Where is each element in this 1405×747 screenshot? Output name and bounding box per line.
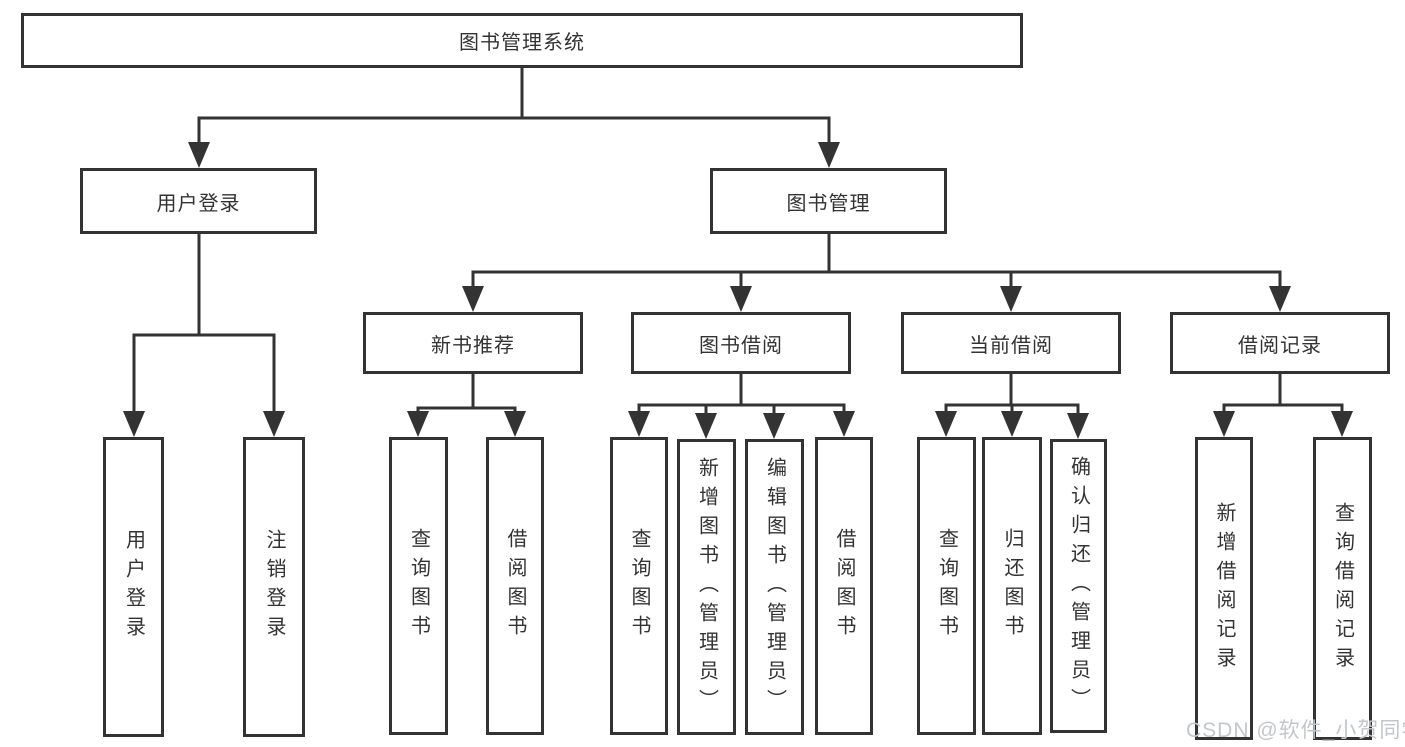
watermark: CSDN @软件_小贺同学 <box>1186 719 1405 742</box>
leaf-add-borrow-record: 新增借阅记录 <box>1195 437 1253 740</box>
connector-bookmgmt-to-level3 <box>471 232 1282 292</box>
leaf-borrow-books-recommend-label: 借阅图书 <box>504 528 526 644</box>
leaf-return-books-label: 归还图书 <box>1001 528 1023 644</box>
node-user-login: 用户登录 <box>80 168 317 234</box>
arrow-icon <box>462 286 484 312</box>
arrow-icon <box>504 411 526 437</box>
arrow-icon <box>818 142 840 168</box>
arrow-icon <box>1067 413 1089 439</box>
connector-userlogin-to-leaves <box>132 232 276 417</box>
arrow-icon <box>1000 286 1022 312</box>
leaf-add-borrow-record-label: 新增借阅记录 <box>1213 501 1235 676</box>
connector-root-to-level2 <box>197 66 831 148</box>
arrow-icon <box>833 411 855 437</box>
arrow-icon <box>1213 411 1235 437</box>
leaf-add-book-admin-label: 新增图书（管理员） <box>695 456 718 718</box>
leaf-borrow-books: 借阅图书 <box>815 437 873 735</box>
arrowheads <box>123 142 1353 439</box>
leaf-logout: 注销登录 <box>243 437 305 737</box>
leaf-borrow-books-recommend: 借阅图书 <box>486 437 544 735</box>
leaf-user-login-label: 用户登录 <box>122 529 145 645</box>
leaf-edit-book-admin: 编辑图书（管理员） <box>745 439 804 735</box>
leaf-query-borrow-record-label: 查询借阅记录 <box>1331 501 1354 676</box>
connector-newbook-to-leaves <box>416 372 517 417</box>
node-root: 图书管理系统 <box>21 13 1023 68</box>
leaf-confirm-return-admin-label: 确认归还（管理员） <box>1067 455 1090 717</box>
leaf-query-books-current: 查询图书 <box>917 437 976 735</box>
leaf-return-books: 归还图书 <box>982 437 1042 735</box>
leaf-borrow-books-label: 借阅图书 <box>833 528 855 644</box>
connector-currentborrow-to-leaves <box>944 372 1080 419</box>
leaf-query-books-current-label: 查询图书 <box>935 528 958 644</box>
arrow-icon <box>695 413 717 439</box>
node-new-book-recommendation-label: 新书推荐 <box>431 334 515 357</box>
leaf-query-books-recommend: 查询图书 <box>389 437 448 735</box>
node-borrowing-records-label: 借阅记录 <box>1238 334 1322 357</box>
arrow-icon <box>763 413 785 439</box>
leaf-query-books-borrowing-label: 查询图书 <box>628 528 650 644</box>
arrow-icon <box>730 286 752 312</box>
leaf-query-borrow-record: 查询借阅记录 <box>1313 437 1372 740</box>
arrow-icon <box>263 411 285 437</box>
node-current-borrowing: 当前借阅 <box>901 312 1121 374</box>
arrow-icon <box>123 411 145 437</box>
node-book-management: 图书管理 <box>710 168 947 234</box>
connector-records-to-leaves <box>1222 372 1344 417</box>
arrow-icon <box>935 411 957 437</box>
node-borrowing-records: 借阅记录 <box>1170 312 1390 374</box>
leaf-logout-label: 注销登录 <box>263 529 285 645</box>
node-book-borrowing: 图书借阅 <box>631 312 851 374</box>
leaf-query-books-recommend-label: 查询图书 <box>407 528 430 644</box>
node-new-book-recommendation: 新书推荐 <box>363 312 583 374</box>
arrow-icon <box>1001 411 1023 437</box>
node-user-login-label: 用户登录 <box>156 192 241 215</box>
node-root-label: 图书管理系统 <box>459 32 585 54</box>
arrow-icon <box>188 142 210 168</box>
leaf-user-login: 用户登录 <box>103 437 164 737</box>
node-current-borrowing-label: 当前借阅 <box>969 334 1053 357</box>
arrow-icon <box>1331 411 1353 437</box>
leaf-add-book-admin: 新增图书（管理员） <box>677 439 736 735</box>
arrow-icon <box>407 411 429 437</box>
arrow-icon <box>628 411 650 437</box>
leaf-query-books-borrowing: 查询图书 <box>610 437 668 735</box>
node-book-borrowing-label: 图书借阅 <box>699 334 783 357</box>
leaf-confirm-return-admin: 确认归还（管理员） <box>1050 439 1107 733</box>
node-book-management-label: 图书管理 <box>786 192 871 215</box>
connector-bookborrow-to-leaves <box>637 372 846 419</box>
leaf-edit-book-admin-label: 编辑图书（管理员） <box>763 456 786 718</box>
arrow-icon <box>1269 286 1291 312</box>
